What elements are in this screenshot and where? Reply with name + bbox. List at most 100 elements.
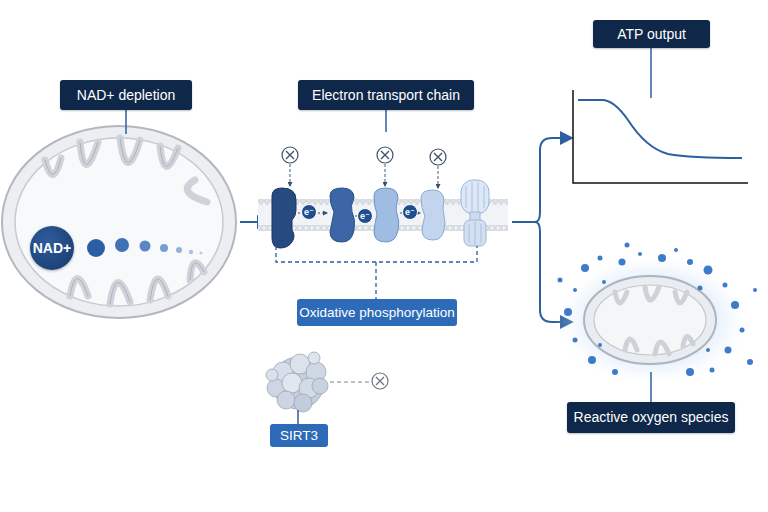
nad-dots [176,247,182,253]
inhibition-mark [372,373,388,389]
node-text: NAD+ depletion [77,87,175,103]
etc-complexes [466,186,467,208]
leader-line [650,372,652,402]
ros-dots [704,266,713,275]
electron-circle: e⁻ [402,204,418,220]
mitochondrion [2,126,236,318]
atp-chart [573,90,748,183]
inhibition-marks [434,153,442,161]
inhibition-marks [282,147,298,163]
mitochondrion [45,158,61,175]
inhibition-marks [430,149,446,165]
mitochondrion [45,138,204,304]
ros-dots [686,368,694,376]
ros-dots [564,308,572,316]
ros-mitochondrion [645,287,659,300]
inhibition-mark [376,377,384,385]
mitochondrion [45,158,61,175]
mitochondrion [187,180,207,202]
ros-dots [598,343,602,347]
ros-dots [731,301,739,309]
mitochondrion [160,146,178,167]
node-text: e⁻ [304,207,314,217]
dashed-link [330,381,370,382]
inhibition-marks [381,151,389,159]
mitochondrion [150,279,168,300]
inhibition-marks [377,147,393,163]
nad-dots [199,251,202,254]
leader-line [125,110,127,134]
electron-circle: e⁻ [301,204,317,220]
etc-complexes [481,224,482,243]
inhibition-marks [282,147,446,188]
etc-complexes [472,182,473,212]
node-text: ATP output [617,26,686,42]
etc-complexes [421,190,445,240]
ros-dots [612,369,618,375]
inhibition-marks [438,166,439,188]
etc-complexes [475,222,476,245]
ros-dots [598,256,603,261]
ros-dots [710,368,715,373]
node-text: SIRT3 [280,428,318,444]
leader-line [297,410,299,424]
branch-arrows [512,221,530,223]
ros-mitochondrion [552,252,752,388]
ros-dots [619,259,626,266]
ros-mitochondrion [584,276,716,364]
nad-dots [87,238,203,257]
ros-dots [581,264,589,272]
ros-dots [674,248,678,252]
heading-box: NAD+ depletion [60,80,192,110]
ros-mitochondrion [594,285,706,355]
sirt3-protein [294,394,312,412]
mitochondrion [80,142,98,165]
heading-box: ATP output [593,20,710,48]
mitochondrion [190,263,204,280]
sirt3-protein [308,352,320,364]
ros-dots [687,259,693,265]
inhibition-marks [290,164,291,186]
ros-dots [602,280,606,284]
leader-line [650,48,652,98]
ros-mitochondrion [552,252,752,388]
nad-dots [160,244,168,252]
ros-dots [706,348,710,352]
mitochondrion [110,282,130,304]
inhibition-marks [286,151,442,161]
node-text: e⁻ [405,207,415,217]
ros-dots [588,356,596,364]
node-text: e⁻ [360,211,370,221]
ros-dots [723,283,728,288]
process-label: Oxidative phosphorylation [297,299,457,326]
mitochondrion [120,138,140,163]
mitochondrion [150,279,168,300]
ros-dots [725,347,732,354]
ros-mitochondrion [683,336,693,346]
etc-complexes [466,182,484,245]
etc-complexes [478,182,479,212]
ros-dots [558,243,758,377]
mitochondrion [190,263,204,280]
etc-complexes [484,186,485,208]
etc-complexes [469,224,470,243]
ros-mitochondrion [615,292,627,303]
mitochondrion [15,138,223,306]
nad-circle: NAD+ [30,226,74,270]
mitochondrion [120,138,140,163]
ros-mitochondrion [675,292,687,303]
branch-arrows [530,138,571,222]
nad-dots [140,241,151,252]
ros-dots [747,359,753,365]
heading-box: Electron transport chain [298,80,474,110]
ros-dots [638,252,642,256]
sirt3-protein [312,378,328,394]
mitochondrion [70,279,88,297]
etc-complexes [272,180,489,248]
ros-dots [558,278,563,283]
leader-line [385,110,387,132]
nad-dots [189,250,193,254]
